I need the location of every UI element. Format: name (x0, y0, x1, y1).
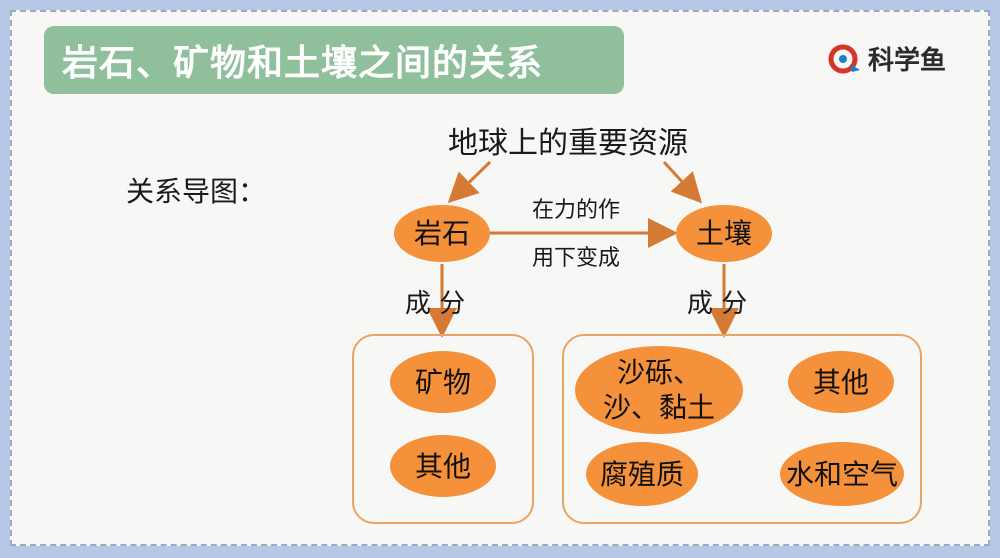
rock-components-box (352, 334, 534, 524)
slide: 岩石、矿物和土壤之间的关系 科学鱼 关系导图： 地球上的重要资源 岩石 土壤 在… (10, 10, 990, 546)
rock-component-label: 成 分 (405, 289, 466, 319)
soil-component-humus: 腐殖质 (586, 442, 698, 506)
rock-component-mineral: 矿物 (390, 351, 496, 413)
brand-logo: 科学鱼 (828, 40, 946, 77)
brand-name: 科学鱼 (867, 46, 946, 76)
transform-label-line1: 在力的作 (532, 198, 621, 223)
fish-logo-icon (828, 44, 860, 73)
transform-label-line2: 用下变成 (532, 246, 621, 271)
soil-component-label: 成 分 (687, 289, 748, 319)
soil-component-water-air: 水和空气 (780, 442, 904, 506)
arrow-root-to-rock (447, 160, 492, 204)
root-node: 地球上的重要资源 (448, 126, 688, 161)
arrow-root-to-soil (662, 160, 703, 204)
rock-component-other: 其他 (390, 435, 496, 497)
diagram-arrows (427, 160, 739, 338)
rock-node: 岩石 (394, 205, 490, 262)
page-title: 岩石、矿物和土壤之间的关系 (44, 26, 624, 94)
soil-component-sand-clay: 沙砾、 沙、黏土 (575, 346, 743, 434)
map-label: 关系导图： (126, 175, 267, 208)
soil-node: 土壤 (676, 205, 772, 262)
soil-component-other: 其他 (788, 351, 894, 413)
soil-components-box (562, 334, 922, 524)
